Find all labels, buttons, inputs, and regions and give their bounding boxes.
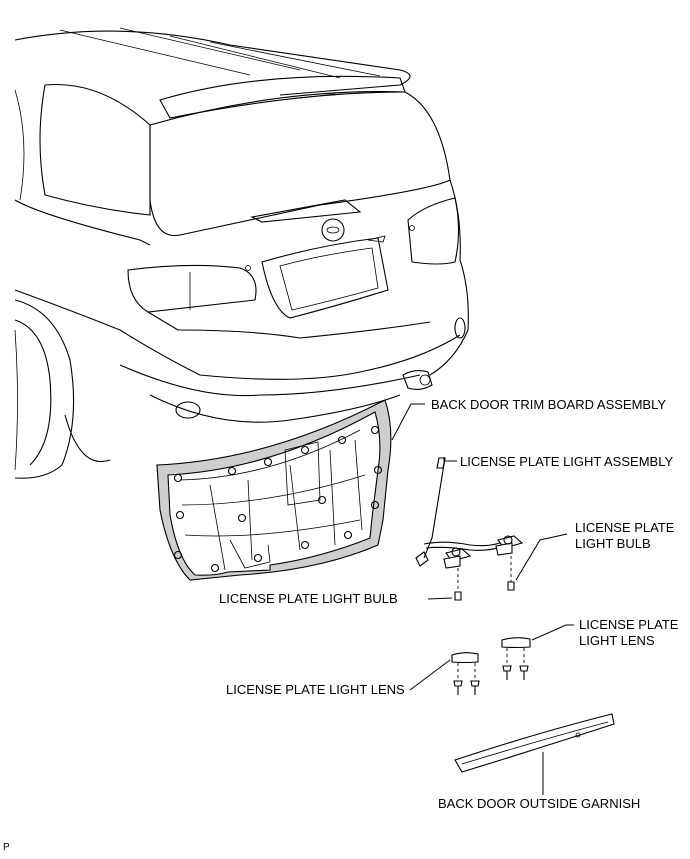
label-bulb-right-line1: LICENSE PLATE (575, 520, 675, 535)
label-license-plate-light-bulb-right: LICENSE PLATE LIGHT BULB (575, 520, 674, 552)
corner-mark: P (3, 842, 10, 853)
label-license-plate-light-lens-left: LICENSE PLATE LIGHT LENS (226, 682, 405, 697)
label-lens-right-line2: LIGHT LENS (579, 633, 655, 648)
label-license-plate-light-lens-right: LICENSE PLATE LIGHT LENS (579, 617, 678, 649)
label-lens-right-line1: LICENSE PLATE (579, 617, 679, 632)
label-back-door-outside-garnish: BACK DOOR OUTSIDE GARNISH (438, 796, 641, 811)
license-plate-light-bulbs (427, 533, 568, 601)
back-door-outside-garnish (454, 713, 615, 795)
label-back-door-trim-board-assembly: BACK DOOR TRIM BOARD ASSEMBLY (431, 397, 667, 412)
label-bulb-right-line2: LIGHT BULB (575, 536, 651, 551)
label-license-plate-light-bulb-left: LICENSE PLATE LIGHT BULB (219, 591, 398, 606)
trim-clips (173, 425, 383, 573)
screws (453, 665, 529, 695)
vehicle-rear-illustration (14, 27, 469, 479)
license-plate-light-assembly (415, 457, 524, 569)
label-license-plate-light-assembly: LICENSE PLATE LIGHT ASSEMBLY (460, 454, 674, 469)
license-plate-light-lenses (409, 624, 574, 695)
back-door-trim-board-assembly (156, 399, 425, 581)
